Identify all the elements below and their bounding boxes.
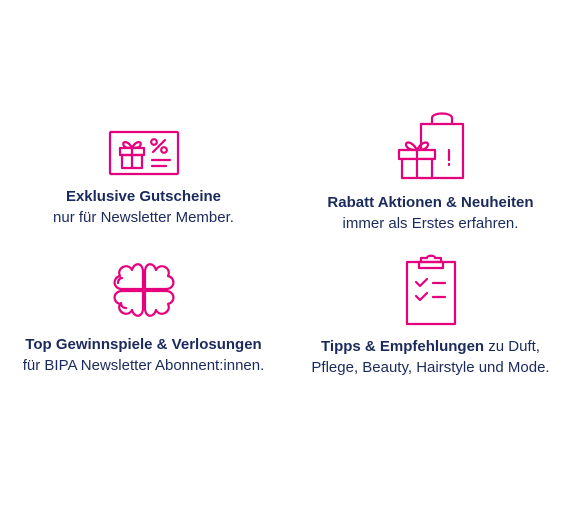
feature-text: Rabatt Aktionen & Neuheiten immer als Er… — [287, 192, 574, 234]
feature-subtitle: für BIPA Newsletter Abonnent:innen. — [22, 357, 265, 374]
gift-voucher-icon — [108, 130, 179, 176]
four-hearts-clover-icon — [113, 263, 174, 317]
feature-subtitle: nur für Newsletter Member. — [53, 209, 234, 226]
feature-text: Exklusive Gutscheine nur für Newsletter … — [0, 186, 287, 228]
feature-discount-news: Rabatt Aktionen & Neuheiten immer als Er… — [287, 110, 574, 234]
feature-tips-recommendations: Tipps & Empfehlungen zu Duft, Pflege, Be… — [287, 254, 574, 378]
feature-title: Tipps & Empfehlungen — [321, 338, 485, 355]
feature-line1-rest: zu Duft, — [484, 338, 540, 355]
feature-title: Rabatt Aktionen & Neuheiten — [327, 194, 534, 211]
feature-raffles: Top Gewinnspiele & Verlosungen für BIPA … — [0, 256, 287, 376]
feature-title: Exklusive Gutscheine — [65, 188, 222, 205]
feature-text: Top Gewinnspiele & Verlosungen für BIPA … — [0, 334, 287, 376]
shopping-bag-gift-icon — [397, 112, 464, 180]
feature-subtitle: Pflege, Beauty, Hairstyle und Mode. — [311, 359, 550, 376]
feature-subtitle: immer als Erstes erfahren. — [342, 215, 519, 232]
feature-text: Tipps & Empfehlungen zu Duft, Pflege, Be… — [287, 336, 574, 378]
feature-title: Top Gewinnspiele & Verlosungen — [25, 336, 262, 353]
clipboard-checklist-icon — [405, 254, 456, 326]
feature-exclusive-vouchers: Exklusive Gutscheine nur für Newsletter … — [0, 128, 287, 228]
